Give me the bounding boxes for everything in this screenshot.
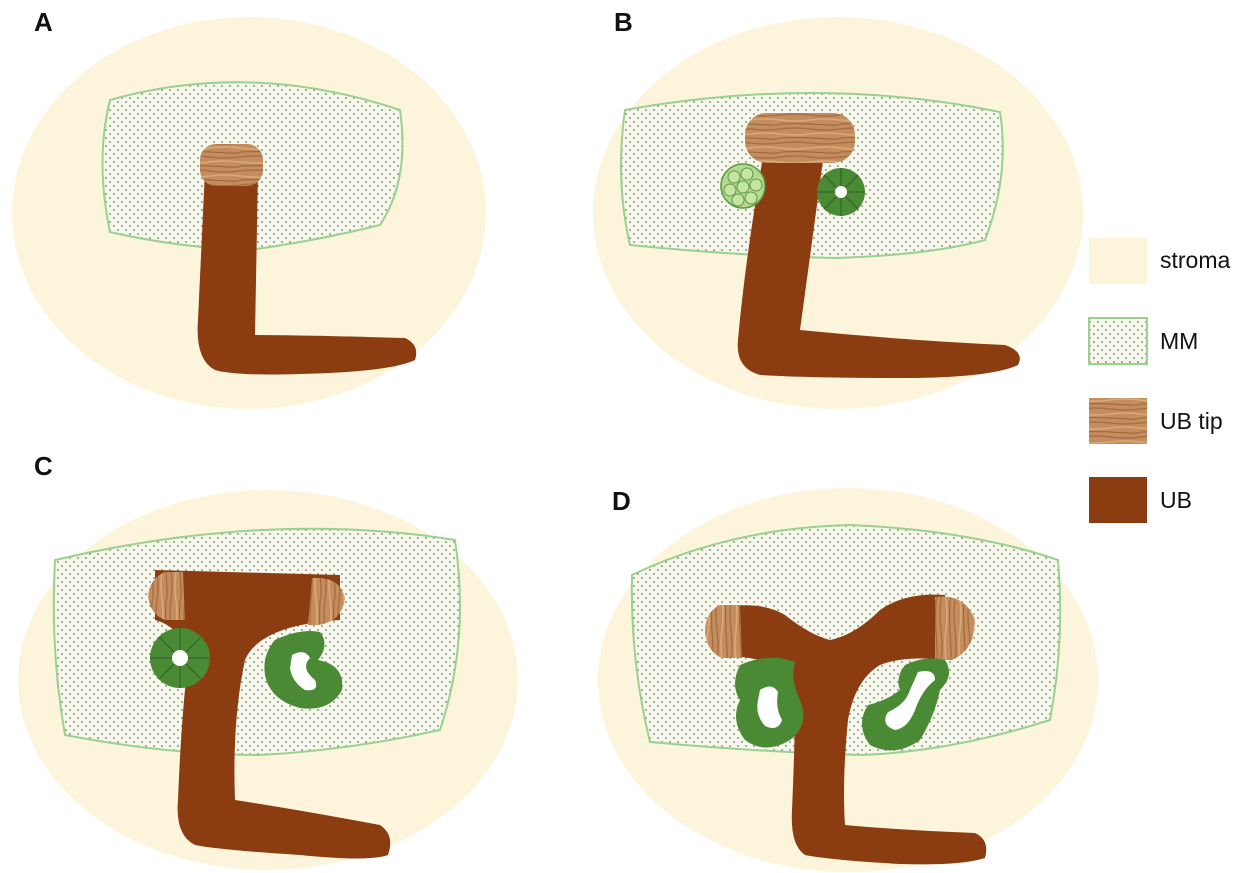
panel-label-b: B <box>614 7 633 37</box>
ub-tip-left <box>705 605 742 658</box>
legend-label-mm: MM <box>1160 328 1198 354</box>
panel-label-c: C <box>34 451 53 481</box>
ub-tip-left <box>148 572 185 620</box>
renal-vesicle <box>150 628 210 688</box>
ureteric-bud <box>155 570 391 859</box>
ureteric-bud <box>737 145 1020 378</box>
ub-tip <box>200 144 263 186</box>
panel-label-a: A <box>34 7 53 37</box>
legend-item-ub: UB <box>1089 477 1192 523</box>
legend-label-ub: UB <box>1160 487 1192 513</box>
legend-label-ub-tip: UB tip <box>1160 408 1223 434</box>
legend-swatch-ub-tip <box>1089 398 1147 444</box>
panel-c: C <box>18 451 518 870</box>
legend-item-mm: MM <box>1088 317 1198 365</box>
legend-swatch-mm <box>1088 317 1148 365</box>
s-shaped-body-left <box>735 657 804 748</box>
panel-b: B <box>593 7 1083 409</box>
legend-item-stroma: stroma <box>1089 238 1231 284</box>
ub-tip-right <box>935 596 975 660</box>
legend-swatch-ub <box>1089 477 1147 523</box>
panel-d: D <box>598 486 1098 872</box>
cap-mesenchyme-aggregate <box>720 163 766 209</box>
legend-label-stroma: stroma <box>1160 247 1231 273</box>
comma-shaped-body <box>264 631 343 709</box>
panel-a: A <box>12 7 486 409</box>
ub-tip <box>745 113 855 163</box>
ub-tip-right <box>308 577 345 625</box>
panel-label-d: D <box>612 486 631 516</box>
s-shaped-body-right <box>861 658 949 751</box>
legend-swatch-stroma <box>1089 238 1147 284</box>
legend-item-ub-tip: UB tip <box>1089 398 1223 444</box>
legend: stroma MM UB tip UB <box>1088 238 1231 523</box>
ureteric-bud <box>197 170 417 375</box>
renal-vesicle <box>817 168 865 216</box>
